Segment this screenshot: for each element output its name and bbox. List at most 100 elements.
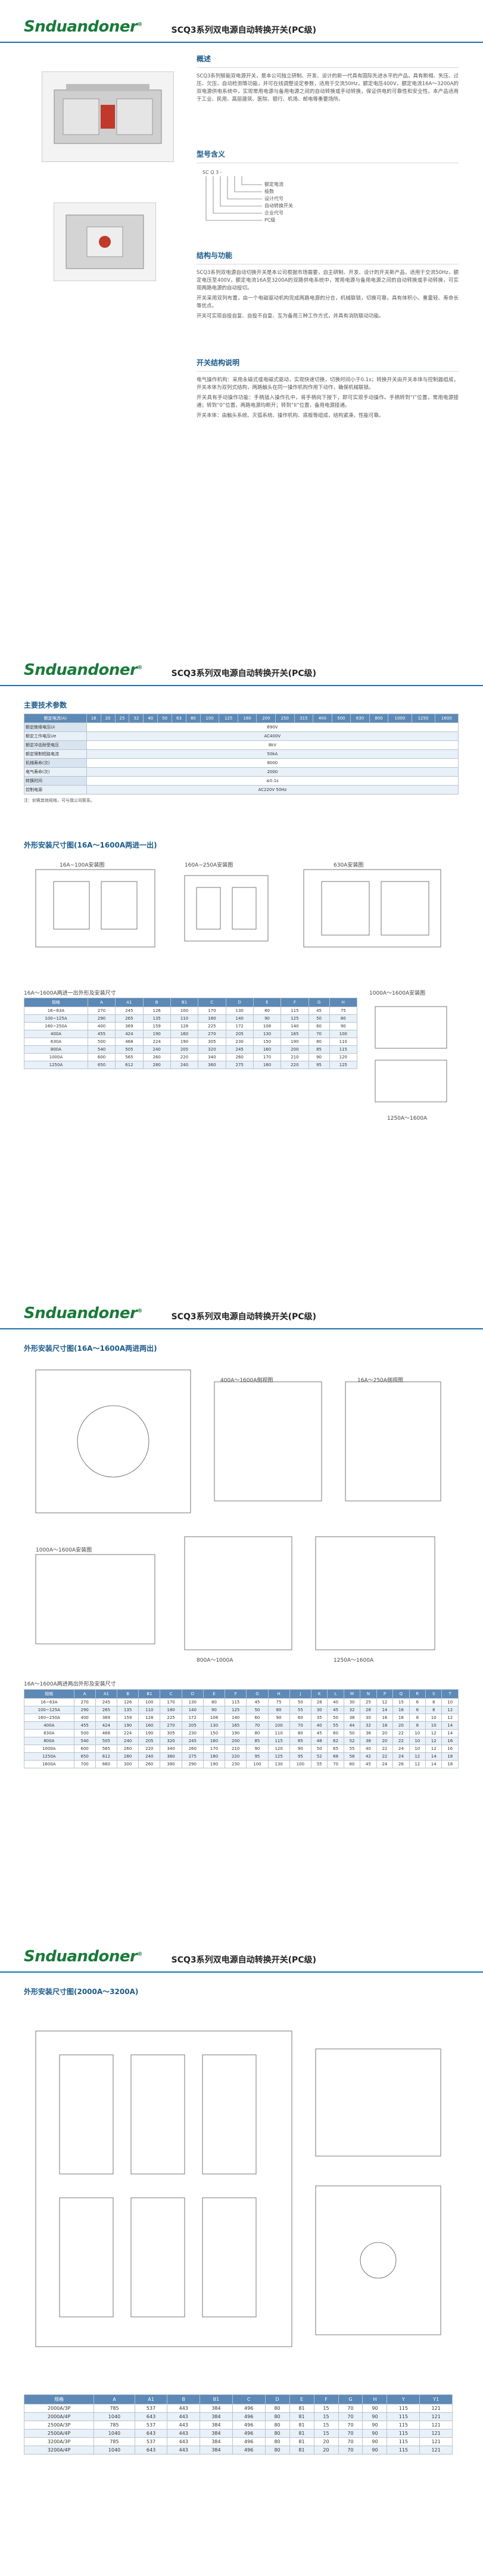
- brand-header: Snduandoner® SCQ3系列双电源自动转换开关(PC级): [0, 0, 483, 43]
- drawing-label: 630A安装图: [334, 862, 364, 868]
- brand-header: Snduandoner® SCQ3系列双电源自动转换开关(PC级): [0, 1287, 483, 1329]
- table-header-cell: 1600: [434, 714, 459, 723]
- brand-logo: Snduandoner®: [24, 1948, 142, 1966]
- table-header-cell: 1000: [388, 714, 412, 723]
- desc-p2: 开关具有手动操作功能：手柄插入操作孔中，将手柄向下按下，即可实现手动操作。手柄转…: [197, 395, 459, 409]
- model-item: 企业代号: [264, 210, 283, 216]
- install-drawings-icon: [35, 869, 441, 948]
- drawing-label: 160A~250A安装图: [185, 862, 233, 868]
- tech-table: 额定电流(A) 16 20 25 32 40 50 63 80 100 125 …: [24, 714, 459, 795]
- table-header-cell: 630: [350, 714, 370, 723]
- install-drawings-icon: [35, 1369, 441, 1650]
- drawing-label: 1000A～1600A安装图: [36, 1547, 92, 1553]
- structure-p1: SCQ3系列双电源自动切换开关是本公司根据市场需要，自主研制、开发、设计的开关新…: [197, 270, 459, 291]
- table-header-cell: 50: [157, 714, 173, 723]
- table-header-cell: 100: [200, 714, 220, 723]
- model-item: PC级: [264, 217, 276, 223]
- divider: [197, 67, 459, 68]
- tech-title: 主要技术参数: [24, 701, 67, 709]
- page-3: Snduandoner® SCQ3系列双电源自动转换开关(PC级) 外形安装尺寸…: [0, 1287, 483, 1930]
- mini-caption: 1000A～1600A安装图: [369, 990, 426, 996]
- mini-caption: 1250A～1600A: [387, 1116, 428, 1122]
- overview-text: SCQ3系列智能双电源开关，是本公司独立研制、开发、设计的新一代具有国际先进水平…: [197, 73, 459, 102]
- model-item: 自动转换开关: [264, 203, 293, 208]
- switch-side-icon: [66, 214, 144, 269]
- model-code-lines-icon: [205, 176, 262, 221]
- table-header-cell: 25: [114, 714, 130, 723]
- table-header-cell: 200: [256, 714, 276, 723]
- model-item: 额定电流: [264, 182, 283, 187]
- product-photo: [42, 71, 174, 162]
- brand-header: Snduandoner® SCQ3系列双电源自动转换开关(PC级): [0, 643, 483, 686]
- overview-title: 概述: [197, 55, 211, 63]
- table-header-cell: 额定电流(A): [24, 714, 87, 723]
- page-4: Snduandoner® SCQ3系列双电源自动转换开关(PC级) 外形安装尺寸…: [0, 1930, 483, 2576]
- table-header-cell: 500: [331, 714, 351, 723]
- drawing-label: 1250A～1600A: [334, 1658, 374, 1664]
- product-photo-side: [54, 203, 156, 281]
- dim-caption: 16A～1600A两进两出外形及安装尺寸: [24, 1681, 116, 1687]
- brand-logo: Snduandoner®: [24, 1304, 142, 1322]
- divider: [197, 371, 459, 372]
- switch-photo-icon: [54, 84, 162, 144]
- table-header-cell: 125: [219, 714, 238, 723]
- table-row: 机械寿命(次)8000: [24, 758, 459, 768]
- brand-title: SCQ3系列双电源自动转换开关(PC级): [171, 26, 316, 35]
- mini-drawing-icon: [375, 1006, 447, 1102]
- desc-title: 开关结构说明: [197, 359, 240, 367]
- table-header-cell: 800: [369, 714, 389, 723]
- table-header-cell: 80: [185, 714, 201, 723]
- table-header-cell: 1250: [411, 714, 435, 723]
- install-title: 外形安装尺寸图(16A～1600A两进两出): [24, 1344, 157, 1353]
- brand-title: SCQ3系列双电源自动转换开关(PC级): [171, 1955, 316, 1965]
- table-row: 转换时间≤0.1s: [24, 776, 459, 786]
- model-item: 设计代号: [264, 196, 283, 201]
- large-drawing-icon: [35, 2030, 441, 2347]
- table-header-cell: 400: [313, 714, 332, 723]
- brand-logo: Snduandoner®: [24, 661, 142, 679]
- drawing-label: 400A～1600A侧视图: [220, 1378, 273, 1384]
- page-2: Snduandoner® SCQ3系列双电源自动转换开关(PC级) 主要技术参数…: [0, 643, 483, 1287]
- desc-p3: 开关本体：由触头系统、灭弧系统、操作机构、底板等组成，结构紧凑，性能可靠。: [197, 413, 384, 419]
- structure-p3: 开关可实现自投自复、自投不自复、互为备用三种工作方式，并具有消防联动功能。: [197, 313, 384, 319]
- brand-header: Snduandoner® SCQ3系列双电源自动转换开关(PC级): [0, 1930, 483, 1973]
- table-header-row: 规格 A A1 B B1 C D E F G H: [24, 998, 358, 1007]
- drawing-label: 16A~100A安装图: [60, 862, 105, 868]
- brand-title: SCQ3系列双电源自动转换开关(PC级): [171, 669, 316, 678]
- structure-title: 结构与功能: [197, 251, 233, 260]
- install-title: 外形安装尺寸图(2000A～3200A): [24, 1988, 139, 1996]
- desc-p1: 电气操作机构：采用永磁式或电磁式驱动，实现快速切换，切换时间小于0.1s；转换开…: [197, 377, 459, 391]
- table-header-cell: 40: [143, 714, 158, 723]
- table-header-cell: 315: [294, 714, 314, 723]
- page-1: Snduandoner® SCQ3系列双电源自动转换开关(PC级) 概述 SCQ…: [0, 0, 483, 643]
- table-row: 电气寿命(次)2000: [24, 767, 459, 777]
